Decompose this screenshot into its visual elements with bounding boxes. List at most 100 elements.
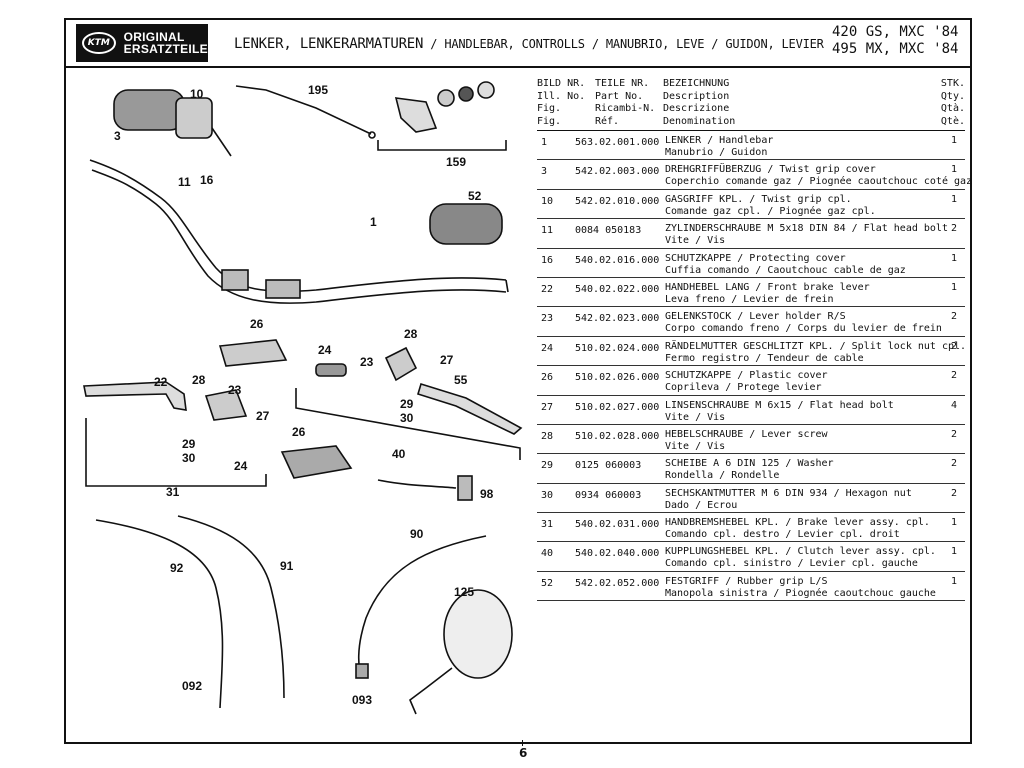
part-desc-1: HANDHEBEL LANG / Front brake lever: [665, 281, 870, 293]
part-desc-2: Vite / Vis: [665, 235, 726, 247]
part-qty: 1: [950, 193, 957, 205]
table-row: 26 510.02.026.000 SCHUTZKAPPE / Plastic co…: [537, 366, 965, 396]
label-125: 125: [454, 585, 474, 599]
part-desc-1: DREHGRIFFÜBERZUG / Twist grip cover: [665, 164, 876, 176]
part-number: 540.02.040.000: [575, 548, 660, 560]
ktm-logo: KTM ORIGINAL ERSATZTEILE: [76, 24, 208, 62]
label-1: 1: [370, 215, 377, 229]
part-qty: 2: [950, 311, 957, 323]
part-desc-1: SCHUTZKAPPE / Plastic cover: [665, 370, 828, 382]
label-55: 55: [454, 373, 468, 387]
label-28-right: 28: [404, 327, 418, 341]
part-ill-no: 27: [541, 401, 554, 413]
part-qty: 4: [950, 399, 957, 411]
label-16: 16: [200, 173, 214, 187]
part-desc-1: ZYLINDERSCHRAUBE M 5x18 DIN 84 / Flat he…: [665, 223, 948, 235]
label-159: 159: [446, 155, 466, 169]
label-26-bottom: 26: [292, 425, 306, 439]
part-number: 0125 060003: [575, 460, 642, 472]
label-092: 092: [182, 679, 202, 693]
label-195: 195: [308, 83, 328, 97]
label-91: 91: [280, 559, 294, 573]
part-desc-2: Comando cpl. destro / Levier cpl. droit: [665, 529, 900, 541]
label-31: 31: [166, 485, 180, 499]
title-rest: / HANDLEBAR, CONTROLLS / MANUBRIO, LEVE …: [423, 37, 824, 51]
model-2: 495 MX, MXC '84: [832, 41, 959, 57]
part-desc-1: GELENKSTOCK / Lever holder R/S: [665, 311, 846, 323]
label-24-left: 24: [234, 459, 248, 473]
label-23-left: 23: [228, 383, 242, 397]
label-30-right: 30: [400, 411, 414, 425]
part-ill-no: 26: [541, 372, 554, 384]
part-ill-no: 1: [541, 137, 548, 148]
label-40: 40: [392, 447, 406, 461]
part-qty: 2: [950, 428, 957, 440]
part-ill-no: 10: [541, 195, 554, 207]
part-qty: 1: [950, 546, 957, 558]
page-number: 6: [519, 746, 528, 760]
table-row: 24 510.02.024.000 RÄNDELMUTTER GESCHLITZT …: [537, 337, 967, 367]
part-desc-2: Coprileva / Protege levier: [665, 382, 822, 394]
part-desc-1: HEBELSCHRAUBE / Lever screw: [665, 428, 828, 440]
part-desc-1: LENKER / Handlebar: [665, 135, 774, 146]
part-number: 540.02.016.000: [575, 254, 660, 266]
label-10: 10: [190, 87, 204, 101]
part-ill-no: 24: [541, 342, 554, 354]
part-desc-2: Manopola sinistra / Piognée caoutchouc g…: [665, 587, 936, 599]
label-52: 52: [468, 189, 482, 203]
part-number: 542.02.010.000: [575, 195, 660, 207]
part-ill-no: 29: [541, 460, 554, 472]
part-desc-1: RÄNDELMUTTER GESCHLITZT KPL. / Split loc…: [665, 340, 967, 352]
table-row: 10 542.02.010.000 GASGRIFF KPL. / Twist gr…: [537, 190, 965, 220]
part-desc-2: Vite / Vis: [665, 440, 726, 452]
label-26-top: 26: [250, 317, 264, 331]
page-title: LENKER, LENKERARMATUREN / HANDLEBAR, CON…: [234, 36, 824, 52]
label-3: 3: [114, 129, 121, 143]
label-29-left: 29: [182, 437, 196, 451]
label-093: 093: [352, 693, 372, 707]
part-ill-no: 3: [541, 166, 548, 178]
label-27-left: 27: [256, 409, 270, 423]
table-row: 3 542.02.003.000 DREHGRIFFÜBERZUG / Twist …: [537, 160, 972, 190]
part-desc-1: KUPPLUNGSHEBEL KPL. / Clutch lever assy.…: [665, 546, 936, 558]
col-description: BEZEICHNUNG Description Descrizione Deno…: [663, 78, 736, 127]
part-number: 542.02.052.000: [575, 577, 660, 589]
part-number: 0934 060003: [575, 489, 642, 501]
part-number: 510.02.026.000: [575, 372, 660, 384]
part-qty: 2: [950, 340, 957, 352]
logo-line1: ORIGINAL: [123, 30, 185, 44]
label-92: 92: [170, 561, 184, 575]
part-qty: 2: [950, 458, 957, 470]
part-number: 0084 050183: [575, 225, 642, 237]
ktm-logo-icon: KTM: [82, 32, 116, 54]
part-ill-no: 52: [541, 577, 554, 589]
part-desc-2: Fermo registro / Tendeur de cable: [665, 352, 864, 364]
part-desc-2: Corpo comando freno / Corps du levier de…: [665, 323, 942, 335]
part-number: 540.02.022.000: [575, 283, 660, 295]
part-qty: 1: [950, 517, 957, 529]
label-98: 98: [480, 487, 494, 501]
part-qty: 1: [950, 135, 957, 146]
label-22: 22: [154, 375, 168, 389]
part-desc-2: Vite / Vis: [665, 411, 726, 423]
diagram-svg: 10 3 11 16 195 159 52 1 26 28 24 23 27 5…: [83, 81, 523, 715]
part-desc-1: GASGRIFF KPL. / Twist grip cpl.: [665, 193, 852, 205]
part-ill-no: 23: [541, 313, 554, 325]
label-24-right: 24: [318, 343, 332, 357]
parts-table: BILD NR. Ill. No. Fig. Fig. TEILE NR. Pa…: [537, 76, 972, 602]
part-number: 510.02.024.000: [575, 342, 660, 354]
part-number: 542.02.003.000: [575, 166, 660, 178]
part-qty: 1: [950, 164, 957, 176]
part-qty: 2: [950, 370, 957, 382]
part-number: 510.02.028.000: [575, 430, 660, 442]
part-desc-1: LINSENSCHRAUBE M 6x15 / Flat head bolt: [665, 399, 894, 411]
model-list: 420 GS, MXC '84 495 MX, MXC '84: [832, 24, 958, 58]
